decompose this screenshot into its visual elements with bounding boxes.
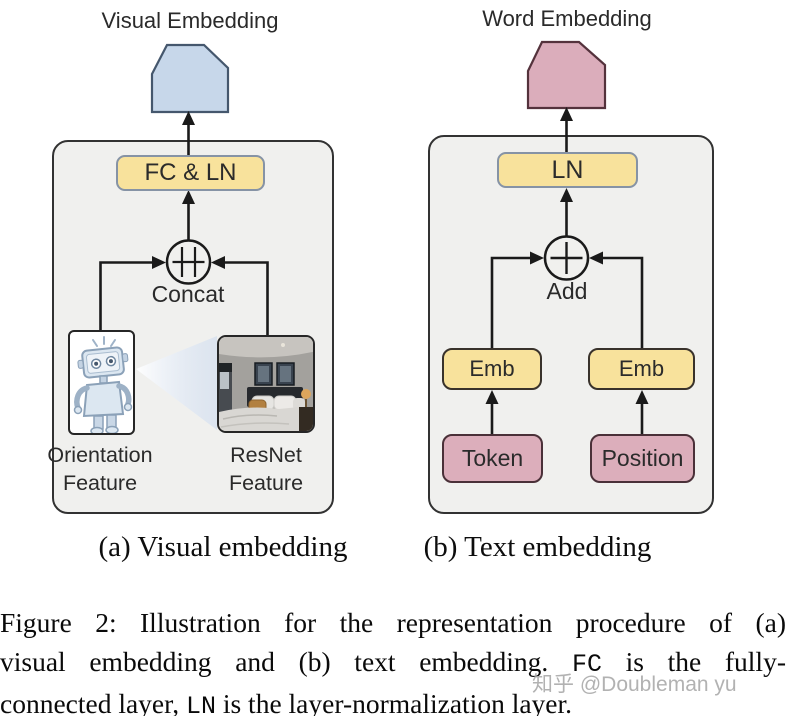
arrow-up-icon xyxy=(182,111,195,125)
caption-line-3: connected layer, LN is the layer-normali… xyxy=(0,684,786,716)
word-embedding-pentagon-icon xyxy=(526,40,607,110)
visual-embedding-pentagon-icon xyxy=(150,43,230,114)
subcaption-a: (a) Visual embedding xyxy=(98,531,348,563)
caption-code-ln: LN xyxy=(185,692,216,716)
visual-embedding-label: Visual Embedding xyxy=(101,8,279,33)
orientation-robot-image xyxy=(68,330,135,435)
fc-ln-box: FC & LN xyxy=(116,155,265,191)
add-label: Add xyxy=(546,278,588,304)
word-embedding-label: Word Embedding xyxy=(482,6,652,31)
subcaption-b: (b) Text embedding xyxy=(423,531,652,563)
caption-line-1: Figure 2: Illustration for the represent… xyxy=(0,603,786,642)
caption-text: is the layer-normalization layer. xyxy=(215,688,573,716)
orientation-feature-label: Orientation Feature xyxy=(47,443,153,495)
concat-label: Concat xyxy=(151,281,225,307)
caption-text: visual embedding and (b) text embedding. xyxy=(0,646,572,677)
zhihu-watermark: 知乎 @Doubleman yu xyxy=(532,673,737,696)
arrow-up-icon xyxy=(560,107,573,121)
emb-right-box: Emb xyxy=(588,348,695,390)
resnet-bedroom-photo xyxy=(217,335,315,433)
ln-box: LN xyxy=(497,152,638,188)
caption-text: Figure 2: Illustration for the represent… xyxy=(0,607,786,638)
figure-caption: Figure 2: Illustration for the represent… xyxy=(0,603,786,716)
resnet-feature-label: ResNet Feature xyxy=(228,443,304,495)
caption-text: is the fully- xyxy=(601,646,786,677)
emb-left-box: Emb xyxy=(442,348,542,390)
caption-code-fc: FC xyxy=(571,650,602,679)
caption-line-2: visual embedding and (b) text embedding.… xyxy=(0,642,786,684)
token-box: Token xyxy=(442,434,543,483)
position-box: Position xyxy=(590,434,695,483)
robot-icon xyxy=(73,336,133,433)
caption-text: connected layer, xyxy=(0,688,186,716)
bedroom-photo-icon xyxy=(219,337,313,431)
